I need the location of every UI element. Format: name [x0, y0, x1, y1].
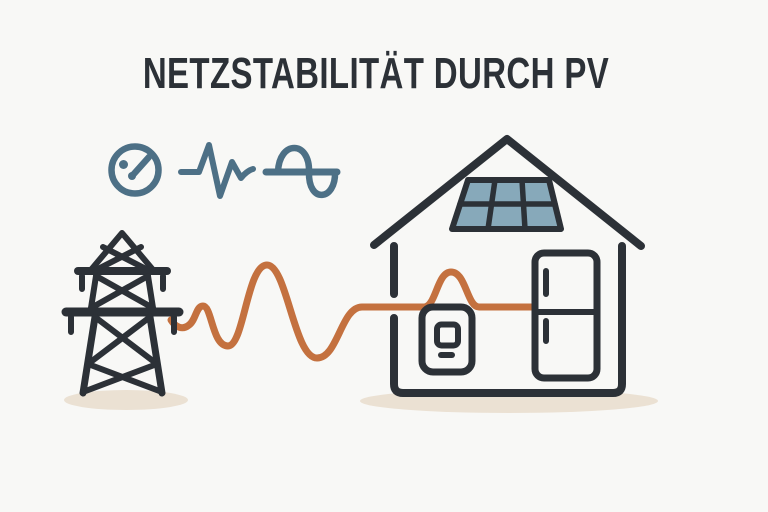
house	[370, 135, 645, 397]
battery-inverter	[418, 303, 476, 376]
house-roof	[370, 135, 645, 250]
page-title: NETZSTABILITÄT DURCH PV	[142, 49, 610, 98]
house-walls	[390, 242, 626, 397]
sine-wave-icon	[262, 144, 341, 199]
inverter-display	[434, 321, 461, 349]
tower-shadow	[64, 390, 188, 410]
power-wave-wire	[167, 261, 540, 362]
pulse-wave-icon	[178, 142, 256, 199]
transmission-tower	[61, 230, 184, 397]
refrigerator	[531, 249, 601, 382]
solar-panel	[449, 177, 564, 232]
gauge-icon	[108, 143, 162, 197]
